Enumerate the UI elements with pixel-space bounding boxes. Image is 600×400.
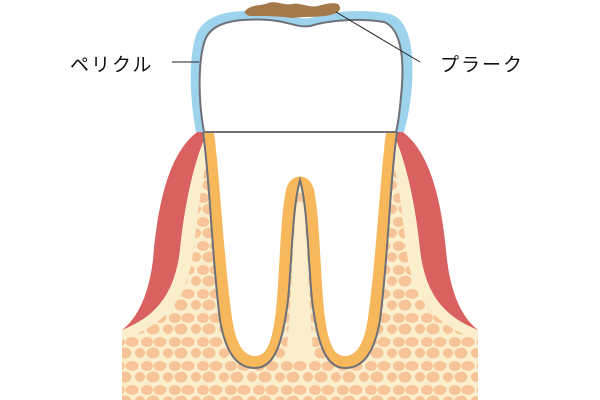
gum-right bbox=[390, 130, 478, 340]
plaque-leader-line bbox=[335, 11, 421, 63]
gum-left bbox=[122, 130, 210, 340]
pellicle-label: ペリクル bbox=[70, 54, 154, 76]
plaque-label: プラーク bbox=[440, 54, 525, 76]
plaque bbox=[244, 2, 341, 18]
tooth bbox=[190, 10, 413, 370]
